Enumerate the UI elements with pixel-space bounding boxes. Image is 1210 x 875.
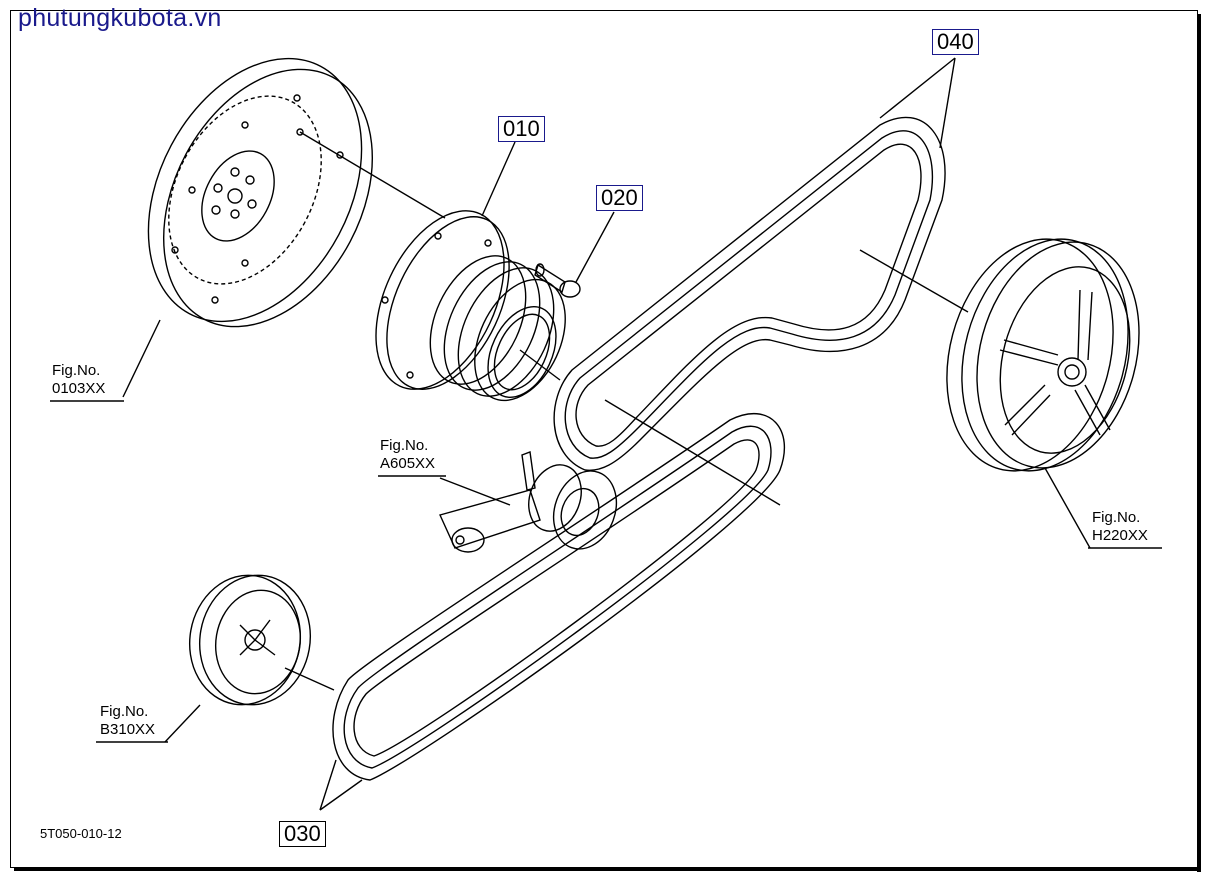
tensioner-drawing [439,451,618,553]
fig-ref-small-pulley[interactable]: Fig.No. B310XX [100,703,155,739]
fig-ref-label: Fig.No. [52,362,101,379]
callout-040[interactable]: 040 [932,29,979,55]
frame-shadow-right [1197,14,1201,872]
fig-ref-code: A605XX [380,455,436,472]
large-pulley-drawing [946,238,1140,549]
bolt-drawing [534,211,615,298]
fig-ref-label: Fig.No. [100,703,149,720]
flywheel-drawing [122,57,446,398]
fig-ref-tensioner[interactable]: Fig.No. A605XX [380,437,435,473]
callout-010[interactable]: 010 [498,116,545,142]
watermark-text: phutungkubota.vn [18,4,222,32]
frame-shadow-bottom [14,867,1201,871]
fig-ref-large-pulley[interactable]: Fig.No. H220XX [1092,509,1148,545]
fig-ref-label: Fig.No. [1092,509,1141,526]
small-pulley-drawing [164,574,335,743]
fig-ref-flywheel[interactable]: Fig.No. 0103XX [52,362,105,398]
callout-030[interactable]: 030 [279,821,326,847]
drawing-code: 5T050-010-12 [40,826,122,841]
crank-pulley-drawing [375,141,566,402]
fig-ref-code: B310XX [100,721,156,738]
belt-040-drawing [553,57,969,506]
fig-ref-label: Fig.No. [380,437,429,454]
fig-ref-code: H220XX [1092,527,1148,544]
callout-020[interactable]: 020 [596,185,643,211]
belt-030-drawing [319,413,785,811]
fig-ref-code: 0103XX [52,380,106,397]
